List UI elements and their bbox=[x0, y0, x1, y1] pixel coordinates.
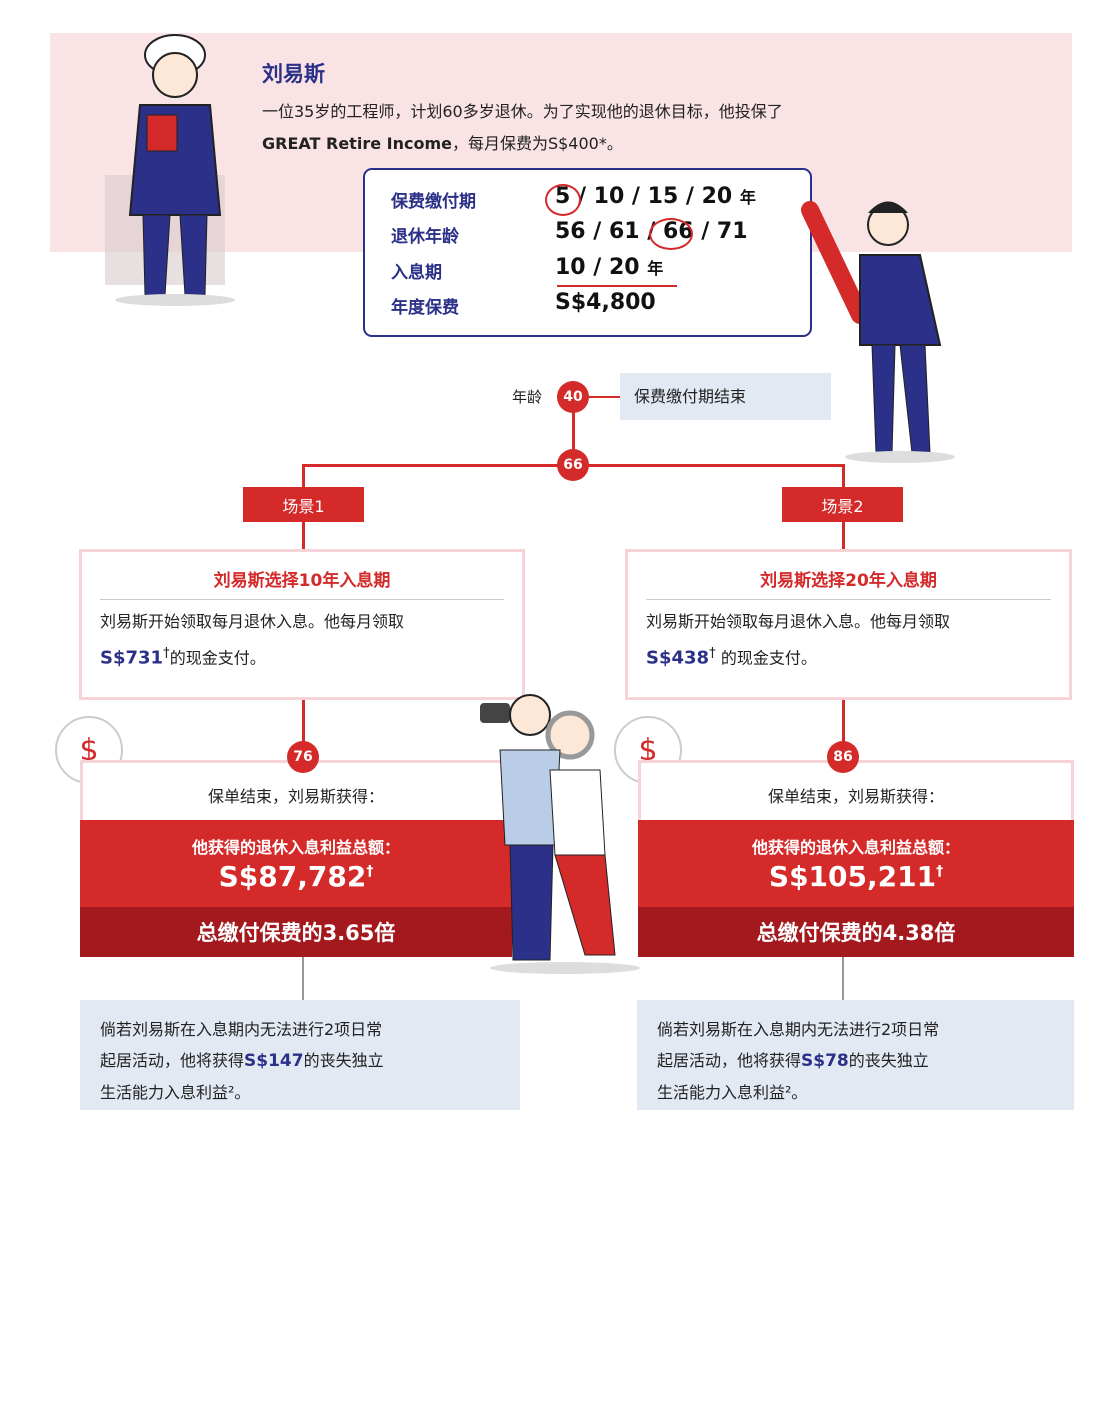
selected-circle-mark bbox=[649, 218, 693, 250]
scenario-2-card: 刘易斯选择20年入息期 刘易斯开始领取每月退休入息。他每月领取 S$438† 的现… bbox=[625, 549, 1072, 700]
scenario-2-tag: 场景2 bbox=[782, 487, 903, 522]
note-line: 倘若刘易斯在入息期内无法进行2项日常 bbox=[657, 1020, 940, 1039]
scenario-text: 刘易斯开始领取每月退休入息。他每月领取 S$731†的现金支付。 bbox=[100, 606, 504, 674]
unit: 年 bbox=[647, 259, 664, 278]
connector-line bbox=[302, 464, 305, 489]
disability-benefit-note: 倘若刘易斯在入息期内无法进行2项日常 起居活动，他将获得S$147的丧失独立 生… bbox=[80, 1000, 520, 1110]
total-label: 他获得的退休入息利益总额： bbox=[191, 838, 400, 857]
text: 刘易斯开始领取每月退休入息。他每月领取 bbox=[646, 612, 951, 631]
table-value: S$4,800 bbox=[555, 290, 656, 315]
connector-line bbox=[842, 700, 845, 745]
table-label: 保费缴付期 bbox=[391, 192, 476, 212]
payment-end-note: 保费缴付期结束 bbox=[620, 373, 831, 420]
scenario-title: 刘易斯选择20年入息期 bbox=[646, 566, 1051, 600]
note-amount: S$78 bbox=[801, 1051, 849, 1071]
age-66-marker: 66 bbox=[557, 449, 589, 481]
connector-line bbox=[842, 522, 845, 550]
text: 起居活动，他将获得 bbox=[100, 1051, 245, 1070]
person-description: 一位35岁的工程师，计划60多岁退休。为了实现他的退休目标，他投保了 GREAT… bbox=[262, 96, 783, 160]
total-value: S$105,211 bbox=[768, 860, 937, 893]
connector-line bbox=[842, 464, 845, 489]
desc-line-2-rest: ，每月保费为S$400*。 bbox=[451, 134, 623, 153]
text: 的现金支付。 bbox=[715, 648, 817, 668]
plan-summary-table: 保费缴付期 5 / 10 / 15 / 20 年 退休年龄 56 / 61 / … bbox=[363, 168, 812, 337]
desc-line-1: 一位35岁的工程师，计划60多岁退休。为了实现他的退休目标，他投保了 bbox=[262, 102, 783, 121]
premium-multiple: 总缴付保费的3.65倍 bbox=[80, 907, 512, 957]
scenario-text: 刘易斯开始领取每月退休入息。他每月领取 S$438† 的现金支付。 bbox=[646, 606, 1051, 674]
underline-mark bbox=[557, 285, 677, 287]
total-amount: S$87,782† bbox=[80, 860, 512, 893]
age-label: 年龄 bbox=[512, 388, 543, 406]
product-name: GREAT Retire Income bbox=[262, 134, 452, 153]
dagger: † bbox=[163, 646, 170, 661]
scenario-title: 刘易斯选择10年入息期 bbox=[100, 566, 504, 600]
engineer-illustration bbox=[105, 34, 235, 306]
connector-line bbox=[302, 700, 305, 745]
value-text: 5 / 10 / 15 / 20 bbox=[555, 184, 733, 209]
note-line: 生活能力入息利益²。 bbox=[100, 1083, 251, 1102]
total-amount: S$105,211† bbox=[638, 860, 1074, 893]
monthly-amount: S$438 bbox=[646, 647, 710, 669]
text: 的丧失独立 bbox=[303, 1051, 384, 1070]
note-amount: S$147 bbox=[244, 1051, 304, 1071]
total-benefit-panel: 他获得的退休入息利益总额： S$87,782† bbox=[80, 820, 512, 907]
connector-line bbox=[572, 410, 575, 455]
note-line: 生活能力入息利益²。 bbox=[657, 1083, 808, 1102]
dagger: † bbox=[366, 863, 374, 880]
dagger: † bbox=[709, 646, 716, 661]
person-name: 刘易斯 bbox=[262, 62, 325, 86]
age-86-marker: 86 bbox=[827, 741, 859, 773]
scenario-1-card: 刘易斯选择10年入息期 刘易斯开始领取每月退休入息。他每月领取 S$731†的现金… bbox=[79, 549, 525, 700]
connector-line bbox=[302, 522, 305, 550]
table-label: 退休年龄 bbox=[391, 227, 459, 247]
table-value: 5 / 10 / 15 / 20 年 bbox=[555, 184, 756, 209]
disability-benefit-note: 倘若刘易斯在入息期内无法进行2项日常 起居活动，他将获得S$78的丧失独立 生活… bbox=[637, 1000, 1074, 1110]
connector-line bbox=[842, 957, 844, 1000]
text: 的丧失独立 bbox=[848, 1051, 929, 1070]
selected-circle-mark bbox=[545, 184, 581, 216]
note-line: 倘若刘易斯在入息期内无法进行2项日常 bbox=[100, 1020, 383, 1039]
policy-end-text: 保单结束，刘易斯获得： bbox=[638, 760, 1074, 820]
scenario-1-tag: 场景1 bbox=[243, 487, 364, 522]
text: 的现金支付。 bbox=[169, 648, 266, 668]
unit: 年 bbox=[739, 188, 756, 207]
connector-line bbox=[589, 396, 620, 398]
elderly-couple-selfie-illustration bbox=[480, 694, 640, 974]
monthly-amount: S$731 bbox=[100, 647, 164, 669]
total-benefit-panel: 他获得的退休入息利益总额： S$105,211† bbox=[638, 820, 1074, 907]
table-label: 入息期 bbox=[391, 263, 442, 283]
note-line: 起居活动，他将获得S$147的丧失独立 bbox=[100, 1045, 500, 1077]
total-label: 他获得的退休入息利益总额： bbox=[751, 838, 960, 857]
premium-multiple: 总缴付保费的4.38倍 bbox=[638, 907, 1074, 957]
total-value: S$87,782 bbox=[218, 860, 367, 893]
text: 起居活动，他将获得 bbox=[657, 1051, 802, 1070]
value-text: 10 / 20 bbox=[555, 255, 640, 280]
connector-line bbox=[302, 957, 304, 1000]
text: 刘易斯开始领取每月退休入息。他每月领取 bbox=[100, 612, 405, 631]
dagger: † bbox=[936, 863, 944, 880]
age-40-marker: 40 bbox=[557, 381, 589, 413]
note-line: 起居活动，他将获得S$78的丧失独立 bbox=[657, 1045, 1054, 1077]
table-value: 10 / 20 年 bbox=[555, 255, 663, 280]
man-with-pen-illustration bbox=[801, 201, 955, 463]
desc-line-2: GREAT Retire Income，每月保费为S$400*。 bbox=[262, 128, 783, 160]
age-76-marker: 76 bbox=[287, 741, 319, 773]
table-label: 年度保费 bbox=[391, 298, 459, 318]
